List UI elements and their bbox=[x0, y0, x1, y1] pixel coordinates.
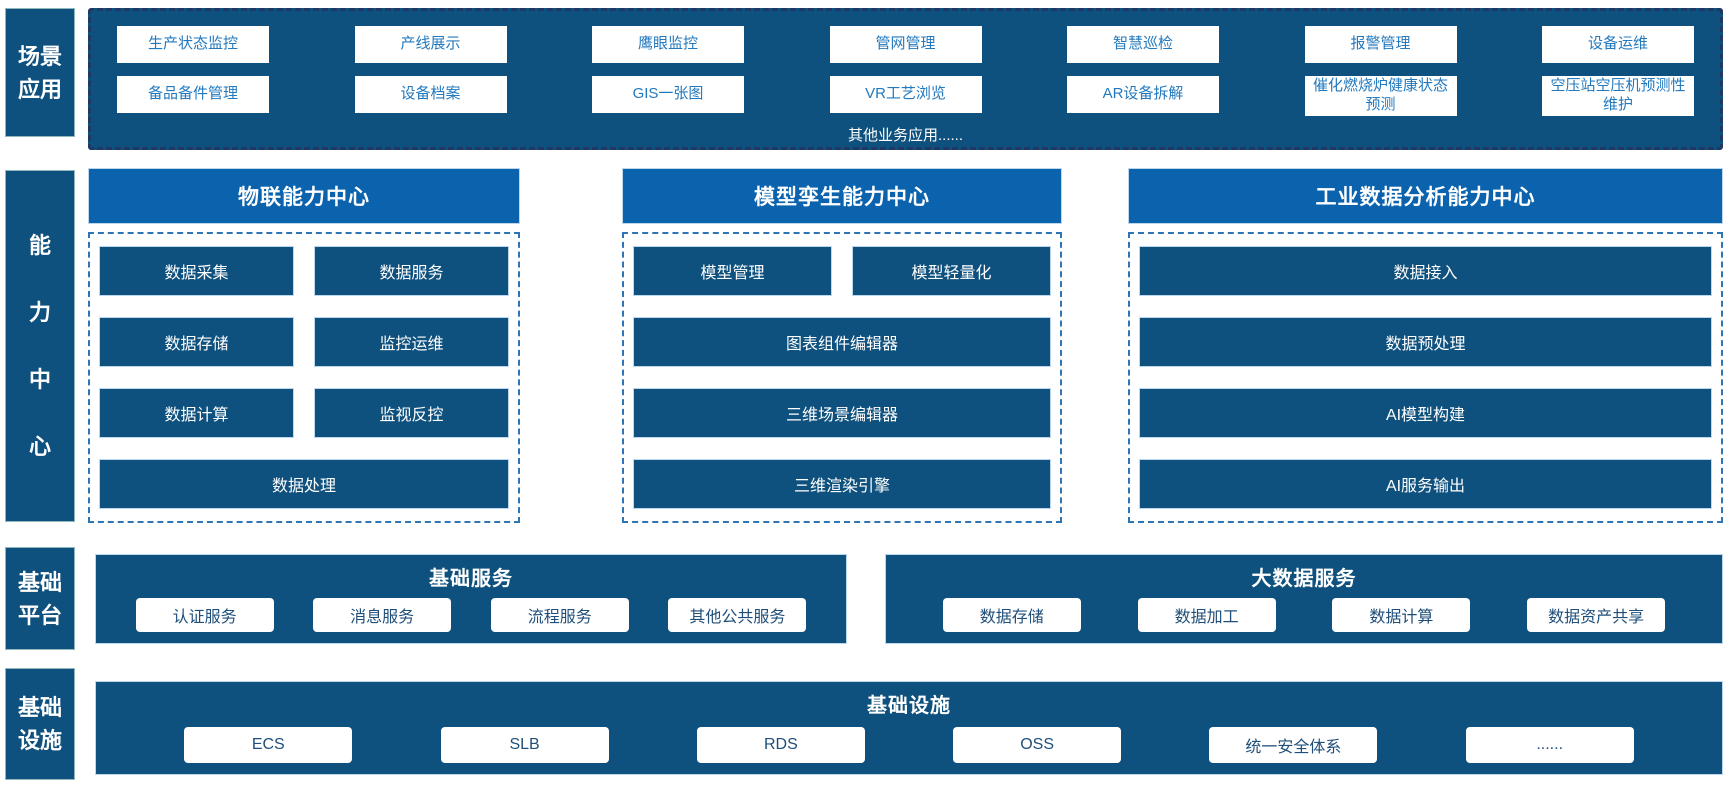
capability-item-button: 模型管理 bbox=[633, 246, 832, 296]
capability-centers-row: 物联能力中心数据采集数据服务数据存储监控运维数据计算监视反控数据处理模型孪生能力… bbox=[88, 168, 1723, 523]
capability-item-button: 三维场景编辑器 bbox=[633, 388, 1051, 438]
capability-item-row: 图表组件编辑器 bbox=[633, 317, 1051, 367]
service-button: 认证服务 bbox=[135, 598, 274, 632]
capability-item-row: AI服务输出 bbox=[1139, 459, 1712, 509]
service-button: 数据计算 bbox=[1332, 598, 1471, 632]
service-button: 消息服务 bbox=[313, 598, 452, 632]
sidebar-item-infra: 基础设施 bbox=[5, 668, 75, 780]
capability-item-row: 三维渲染引擎 bbox=[633, 459, 1051, 509]
capability-item-row: 数据处理 bbox=[99, 459, 509, 509]
capability-center-items: 模型管理模型轻量化图表组件编辑器三维场景编辑器三维渲染引擎 bbox=[622, 232, 1062, 523]
capability-item-button: 数据处理 bbox=[99, 459, 509, 509]
service-button: 其他公共服务 bbox=[668, 598, 807, 632]
capability-item-button: 数据存储 bbox=[99, 317, 294, 367]
scenario-app-button: GIS一张图 bbox=[592, 76, 744, 113]
service-button: 流程服务 bbox=[490, 598, 629, 632]
scenario-app-column: 产线展示设备档案 bbox=[354, 26, 507, 116]
scenario-app-button: 智慧巡检 bbox=[1067, 26, 1219, 63]
scenario-app-column: 设备运维空压站空压机预测性维护 bbox=[1542, 26, 1694, 116]
scenario-app-button: 备品备件管理 bbox=[117, 76, 269, 113]
scenario-app-column: 生产状态监控备品备件管理 bbox=[117, 26, 269, 116]
capability-item-row: 模型管理模型轻量化 bbox=[633, 246, 1051, 296]
scenario-app-button: 催化燃烧炉健康状态预测 bbox=[1304, 76, 1457, 116]
scenario-app-column: 智慧巡检 AR设备拆解 bbox=[1067, 26, 1219, 116]
services-items: 认证服务 消息服务 流程服务 其他公共服务 bbox=[96, 598, 846, 632]
capability-center-title: 工业数据分析能力中心 bbox=[1128, 168, 1723, 224]
capability-item-button: 数据计算 bbox=[99, 388, 294, 438]
scenario-app-button: 鹰眼监控 bbox=[592, 26, 744, 63]
capability-item-button: 监控运维 bbox=[314, 317, 509, 367]
capability-item-button: AI模型构建 bbox=[1139, 388, 1712, 438]
sidebar-item-scene: 场景应用 bbox=[5, 8, 75, 137]
capability-center-1: 物联能力中心数据采集数据服务数据存储监控运维数据计算监视反控数据处理 bbox=[88, 168, 520, 523]
scenario-app-button: 报警管理 bbox=[1304, 26, 1457, 63]
sidebar-item-label: 能力中心 bbox=[28, 232, 51, 460]
infrastructure-item-button: RDS bbox=[696, 727, 865, 763]
capability-item-row: 三维场景编辑器 bbox=[633, 388, 1051, 438]
basic-services-panel: 基础服务认证服务 消息服务 流程服务 其他公共服务 bbox=[95, 554, 847, 644]
capability-item-row: 数据计算监视反控 bbox=[99, 388, 509, 438]
capability-center-title: 物联能力中心 bbox=[88, 168, 520, 224]
infrastructure-items: ECS SLB RDS OSS 统一安全体系...... bbox=[96, 727, 1722, 763]
scenario-app-button: 生产状态监控 bbox=[117, 26, 269, 63]
infrastructure-item-button: OSS bbox=[953, 727, 1122, 763]
capability-item-row: AI模型构建 bbox=[1139, 388, 1712, 438]
capability-item-button: 三维渲染引擎 bbox=[633, 459, 1051, 509]
capability-item-button: 图表组件编辑器 bbox=[633, 317, 1051, 367]
service-button: 数据加工 bbox=[1137, 598, 1276, 632]
scenario-app-button: 设备运维 bbox=[1542, 26, 1694, 63]
infrastructure-title: 基础设施 bbox=[867, 695, 951, 717]
sidebar-item-label: 基础设施 bbox=[17, 695, 62, 753]
capability-center-items: 数据接入数据预处理 AI模型构建 AI服务输出 bbox=[1128, 232, 1723, 523]
sidebar-item-platform: 基础平台 bbox=[5, 547, 75, 650]
scenario-app-button: 管网管理 bbox=[829, 26, 982, 63]
capability-center-2: 模型孪生能力中心模型管理模型轻量化图表组件编辑器三维场景编辑器三维渲染引擎 bbox=[622, 168, 1062, 523]
sidebar-item-label: 场景应用 bbox=[17, 43, 62, 102]
scenario-app-column: 报警管理催化燃烧炉健康状态预测 bbox=[1304, 26, 1457, 116]
capability-item-button: 数据服务 bbox=[314, 246, 509, 296]
scenario-app-column: 管网管理 VR工艺浏览 bbox=[829, 26, 982, 116]
infrastructure-item-button: 统一安全体系 bbox=[1209, 727, 1378, 763]
capability-item-button: 模型轻量化 bbox=[852, 246, 1051, 296]
scenario-app-button: AR设备拆解 bbox=[1067, 76, 1219, 113]
capability-item-row: 数据预处理 bbox=[1139, 317, 1712, 367]
capability-center-title: 模型孪生能力中心 bbox=[622, 168, 1062, 224]
service-button: 数据资产共享 bbox=[1527, 598, 1666, 632]
capability-item-button: AI服务输出 bbox=[1139, 459, 1712, 509]
capability-item-row: 数据采集数据服务 bbox=[99, 246, 509, 296]
capability-item-button: 数据预处理 bbox=[1139, 317, 1712, 367]
bigdata-services-panel: 大数据服务数据存储 数据加工 数据计算 数据资产共享 bbox=[885, 554, 1723, 644]
scenario-app-column: 鹰眼监控 GIS一张图 bbox=[592, 26, 744, 116]
sidebar-item-ability: 能力中心 bbox=[5, 170, 75, 522]
infrastructure-item-button: SLB bbox=[440, 727, 609, 763]
service-button: 数据存储 bbox=[942, 598, 1081, 632]
capability-item-row: 数据接入 bbox=[1139, 246, 1712, 296]
scenario-app-button: 产线展示 bbox=[354, 26, 507, 63]
sidebar-item-label: 基础平台 bbox=[17, 569, 62, 628]
other-apps-note: 其他业务应用...... bbox=[847, 127, 963, 144]
scenario-app-button: VR工艺浏览 bbox=[829, 76, 982, 113]
services-panel-title: 基础服务 bbox=[429, 568, 513, 590]
services-panel-title: 大数据服务 bbox=[1251, 568, 1357, 590]
capability-item-button: 数据接入 bbox=[1139, 246, 1712, 296]
infrastructure-item-button: ECS bbox=[184, 727, 353, 763]
capability-center-items: 数据采集数据服务数据存储监控运维数据计算监视反控数据处理 bbox=[88, 232, 520, 523]
capability-center-3: 工业数据分析能力中心数据接入数据预处理 AI模型构建 AI服务输出 bbox=[1128, 168, 1723, 523]
capability-item-button: 监视反控 bbox=[314, 388, 509, 438]
capability-item-row: 数据存储监控运维 bbox=[99, 317, 509, 367]
capability-item-button: 数据采集 bbox=[99, 246, 294, 296]
infrastructure-item-button: ...... bbox=[1465, 727, 1634, 763]
scenario-app-button: 空压站空压机预测性维护 bbox=[1542, 76, 1694, 116]
infrastructure-panel: 基础设施 ECS SLB RDS OSS 统一安全体系...... bbox=[95, 681, 1723, 775]
scenario-app-button: 设备档案 bbox=[354, 76, 507, 113]
services-items: 数据存储 数据加工 数据计算 数据资产共享 bbox=[886, 598, 1722, 632]
